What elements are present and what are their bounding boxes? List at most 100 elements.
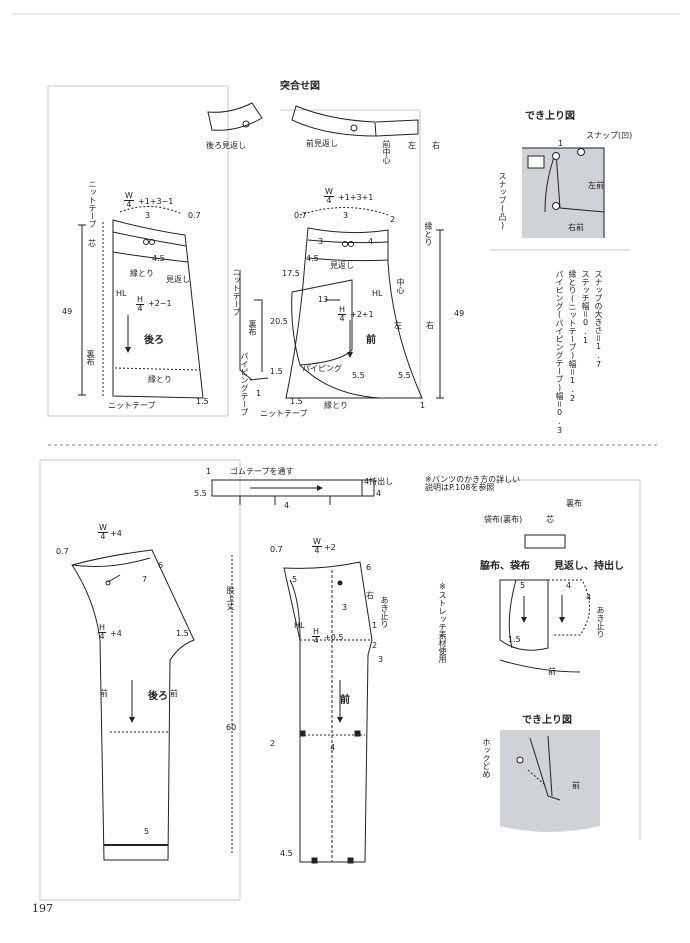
snap-convex-label: スナップ(凸): [498, 172, 507, 230]
left-label: 左: [408, 141, 416, 150]
front-piece-label: 前: [366, 335, 376, 346]
pocket-interfacing-label: 芯: [546, 515, 554, 524]
front-dim-4-5: 4.5: [306, 254, 319, 263]
front-dim-17-5: 17.5: [282, 269, 300, 278]
hook-closure-label: ホックどめ: [482, 738, 491, 778]
stretch-fabric-note: ※ストレッチ素材使用: [438, 582, 447, 663]
front-pants-dim-0-7: 0.7: [270, 545, 283, 554]
front-skirt-pattern: [285, 207, 444, 399]
left-front-label: 左前: [588, 181, 604, 190]
pocket-piping-tape-label: パイピングテープ: [240, 352, 249, 416]
back-pants-pattern: [71, 549, 233, 861]
back-pants-hip-formula: +4: [110, 629, 122, 638]
waistband-elastic-label: ゴムテープを通す: [230, 467, 294, 476]
front-pants-dim-3b: 3: [378, 655, 384, 664]
front-dim-20-5: 20.5: [270, 317, 288, 326]
front-piping-label: パイピング: [302, 364, 342, 373]
front-pants-dim-1: 1: [372, 621, 378, 630]
back-pants-front-label-2: 前: [170, 689, 178, 698]
front-pants-dim-4-5: 4.5: [280, 849, 293, 858]
back-skirt-pattern: [78, 205, 204, 399]
front-pants-dim-6: 6: [366, 563, 372, 572]
front-hip-formula: +2+1: [350, 310, 374, 319]
waistband-dim-4b: 4: [284, 501, 290, 510]
back-lining-label: 裏布: [86, 350, 95, 366]
pocket-detail-dim-4a: 4: [566, 581, 572, 590]
front-center-label-2: 中心: [396, 278, 405, 294]
front-dim-5-5b: 5.5: [398, 371, 411, 380]
front-waist-formula: +1+3+1: [338, 193, 374, 202]
pocket-lining-label: 裏布: [248, 320, 257, 336]
finished-pants-view: [500, 730, 600, 832]
back-waist-formula: +1+3−1: [138, 197, 174, 206]
page-number: 197: [32, 902, 53, 915]
back-hip-line-label: HL: [116, 289, 127, 298]
waistband-pattern: [211, 479, 375, 505]
front-dim-3: 3: [343, 211, 349, 220]
pocket-detail-opening-label: あき止り: [596, 606, 605, 638]
pocket-dim-1-5: 1.5: [270, 367, 283, 376]
back-pants-piece-label: 後ろ: [148, 691, 168, 702]
pocket-bag-label: 袋布(裏布): [484, 515, 523, 524]
front-dim-4: 4: [368, 237, 374, 246]
back-pants-waist-formula: +4: [110, 529, 122, 538]
pocket-knit-tape-label: ニットテープ: [232, 268, 241, 316]
facing-diagram-title: 突合せ図: [280, 81, 320, 92]
back-pants-dim-6: 6: [158, 561, 164, 570]
front-pants-hl-label: HL: [294, 621, 305, 630]
back-dim-1-5: 1.5: [196, 397, 209, 406]
pocket-detail-title-2: 見返し、持出し: [554, 561, 624, 572]
front-pants-dim-2a: 2: [372, 641, 378, 650]
front-dim-0-7: 0.7: [294, 211, 307, 220]
finished-one-label: 1: [558, 139, 564, 148]
front-dim-13: 13: [318, 295, 329, 304]
finished-view-title-bottom: でき上り図: [522, 715, 572, 726]
front-facing-label-2: 見返し: [330, 261, 354, 270]
pocket-detail-dim-5: 5: [520, 581, 526, 590]
note-piping-width: パイピング(パイピングテープ)幅＝0.3: [555, 270, 564, 435]
right-label: 右: [432, 141, 440, 150]
snap-concave-label: スナップ(凹): [586, 131, 633, 140]
front-binding-label: 縁とり: [424, 222, 433, 246]
front-right-label: 右: [426, 321, 434, 330]
back-hem-knit-tape: ニットテープ: [108, 401, 156, 410]
back-facing-label: 後ろ見返し: [206, 141, 246, 150]
front-hip-line-label: HL: [372, 289, 383, 298]
back-binding-label: 縁とり: [130, 269, 154, 278]
back-piece-label: 後ろ: [144, 335, 164, 346]
pants-method-note: ※パンツのかき方の詳しい説明はP.108を参照: [425, 475, 521, 492]
finished-skirt-view: [522, 147, 605, 238]
back-facing-label-2: 見返し: [166, 275, 190, 284]
front-dim-2: 2: [390, 215, 396, 224]
pocket-detail-dim-4b: 4: [586, 593, 592, 602]
front-dim-3b: 3: [318, 237, 324, 246]
pants-pocket-detail: [499, 534, 590, 673]
pocket-detail-title-1: 脇布、袋布: [480, 561, 530, 572]
front-dim-1: 1: [420, 401, 426, 410]
front-pants-dim-4: 4: [330, 743, 336, 752]
pocket-lining-label-2: 裏布: [566, 499, 582, 508]
front-pants-hip-formula: +0.5: [324, 633, 344, 642]
back-pants-dim-1-5: 1.5: [176, 629, 189, 638]
front-facing-label: 前見返し: [306, 139, 338, 148]
finished-view-title-top: でき上り図: [525, 111, 575, 122]
rise-length-label: 股上丈: [226, 586, 235, 610]
inseam-length-label: 60: [226, 723, 237, 732]
note-binding-width: 縁とり(ニットテープ)幅＝1.2: [568, 270, 577, 403]
back-pants-front-label: 前: [100, 689, 108, 698]
back-pants-dim-0-7: 0.7: [56, 547, 69, 556]
pocket-dim-1: 1: [256, 389, 262, 398]
back-dim-3: 3: [145, 211, 151, 220]
front-center-label: 前中心: [382, 140, 391, 164]
back-knit-tape-label: ニットテープ: [88, 180, 97, 228]
back-pants-dim-5: 5: [144, 827, 150, 836]
front-hem-binding-label: 縁とり: [324, 401, 348, 410]
pocket-detail-dim-1-5: 1.5: [508, 635, 521, 644]
front-pants-pattern: [283, 561, 373, 864]
front-pants-right-label: 右: [366, 591, 374, 600]
